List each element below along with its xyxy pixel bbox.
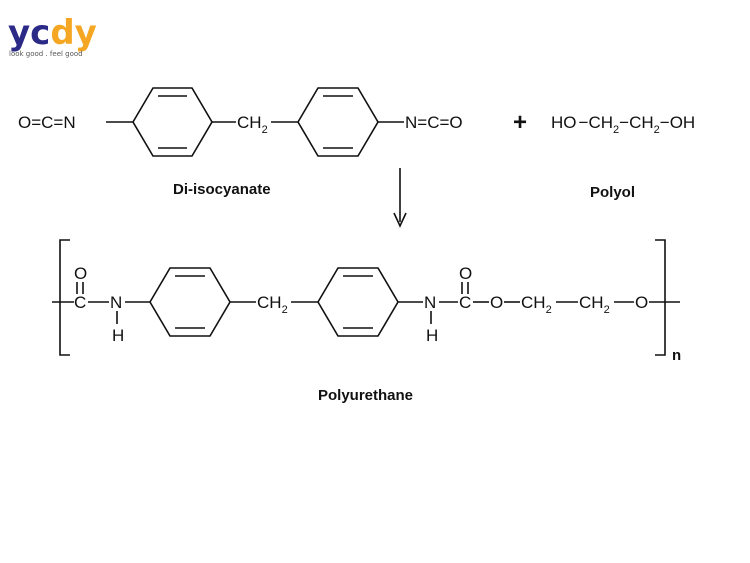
left-amide-nitrogen: N bbox=[110, 293, 122, 312]
left-carbonyl-oxygen: O bbox=[74, 264, 87, 283]
polyol-ch-b: CH bbox=[629, 113, 654, 132]
diisocyanate-right-group: N=C=O bbox=[405, 113, 463, 132]
logo-letter-2: c bbox=[30, 13, 50, 53]
product-benzene-ring-right bbox=[317, 267, 399, 337]
ch-label: CH bbox=[237, 113, 262, 132]
polyol-sub-a: 2 bbox=[613, 124, 619, 136]
benzene-ring-left bbox=[132, 87, 213, 157]
polyol-ho: HO bbox=[551, 113, 577, 132]
subscript-2: 2 bbox=[604, 304, 610, 316]
ch-label: CH bbox=[521, 293, 546, 312]
end-oxygen: O bbox=[635, 293, 648, 312]
right-amide-nitrogen: N bbox=[424, 293, 436, 312]
logo-tagline: look good . feel good bbox=[9, 50, 83, 58]
plus-sign: + bbox=[513, 109, 527, 136]
polyurethane-structure: n O C N H CH2 N H O bbox=[52, 239, 681, 404]
polyurethane-caption: Polyurethane bbox=[318, 387, 413, 404]
polyol-oh: OH bbox=[670, 113, 696, 132]
right-bracket bbox=[655, 239, 666, 356]
polyol-ch-a: CH bbox=[588, 113, 613, 132]
logo-letters: ycdy bbox=[8, 13, 97, 53]
logo-letter-3: d bbox=[50, 13, 74, 53]
logo-letter-1: y bbox=[8, 13, 30, 53]
subscript-2: 2 bbox=[546, 304, 552, 316]
subscript-2: 2 bbox=[282, 304, 288, 316]
product-benzene-ring-left bbox=[149, 267, 231, 337]
right-amide-hydrogen: H bbox=[426, 326, 438, 345]
polyol-caption: Polyol bbox=[590, 184, 635, 201]
logo-letter-4: y bbox=[75, 13, 97, 53]
left-carbonyl-carbon: C bbox=[74, 293, 86, 312]
reaction-arrow bbox=[393, 168, 407, 228]
left-amide-hydrogen: H bbox=[112, 326, 124, 345]
subscript-2: 2 bbox=[262, 124, 268, 136]
right-carbonyl-oxygen: O bbox=[459, 264, 472, 283]
chain-ch2-b: CH2 bbox=[579, 293, 610, 316]
ester-oxygen: O bbox=[490, 293, 503, 312]
polyol-formula: HO−CH2−CH2−OH bbox=[551, 113, 695, 136]
diisocyanate-structure: O=C=N CH2 N=C=O Di-isocyanate bbox=[18, 87, 463, 198]
diisocyanate-left-group: O=C=N bbox=[18, 113, 76, 132]
repeat-unit-n: n bbox=[672, 347, 681, 364]
ch-label: CH bbox=[579, 293, 604, 312]
polyol-structure: HO−CH2−CH2−OH Polyol bbox=[551, 113, 695, 201]
diisocyanate-bridge: CH2 bbox=[237, 113, 268, 136]
chain-ch2-a: CH2 bbox=[521, 293, 552, 316]
diisocyanate-caption: Di-isocyanate bbox=[173, 181, 271, 198]
ch-label: CH bbox=[257, 293, 282, 312]
left-bracket bbox=[59, 239, 70, 356]
benzene-ring-right bbox=[297, 87, 379, 157]
polyol-sub-b: 2 bbox=[654, 124, 660, 136]
right-carbonyl-carbon: C bbox=[459, 293, 471, 312]
product-bridge: CH2 bbox=[257, 293, 288, 316]
yody-logo[interactable]: ycdy look good . feel good bbox=[8, 13, 97, 58]
